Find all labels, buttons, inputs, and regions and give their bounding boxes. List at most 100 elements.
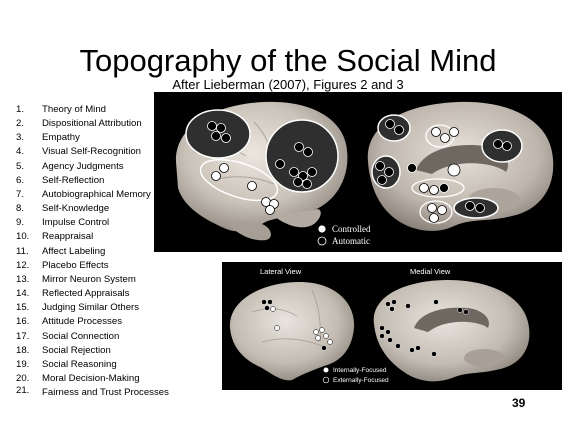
region-mpfc [377, 114, 411, 142]
legend-internal: Internally-Focused [333, 367, 387, 374]
legend-open-marker [317, 224, 327, 234]
region-marker-filled [307, 167, 317, 177]
region-marker-filled [385, 119, 395, 129]
figure-controlled-automatic: Controlled Automatic [154, 92, 562, 252]
region-marker-filled [407, 163, 417, 173]
function-list: 1.Theory of Mind 2.Dispositional Attribu… [16, 103, 176, 397]
region-marker-filled [475, 203, 485, 213]
region-marker-filled [303, 147, 313, 157]
region-marker-open [261, 197, 271, 207]
brain-map-top: Controlled Automatic [175, 101, 554, 246]
region-marker-filled [457, 307, 463, 313]
region-marker-filled [261, 299, 267, 305]
region-marker-filled [267, 299, 273, 305]
region-marker-filled [275, 159, 285, 169]
list-item: 21.Fairness and Trust Processes [16, 385, 169, 399]
region-marker-filled [439, 183, 449, 193]
list-item: 12.Placebo Effects [16, 259, 109, 271]
brain-lateral-illustration [175, 101, 348, 241]
region-marker-open [247, 181, 257, 191]
list-item: 18.Social Rejection [16, 344, 111, 356]
region-marker-filled [264, 305, 270, 311]
region-marker-open [211, 171, 221, 181]
list-item: 2.Dispositional Attribution [16, 118, 142, 130]
list-item: 16.Attitude Processes [16, 316, 122, 328]
legend-automatic: Automatic [332, 236, 370, 246]
brain-map-bottom: Lateral View Medial View [229, 267, 530, 384]
region-marker-filled [431, 351, 437, 357]
region-marker-filled [384, 167, 394, 177]
list-item: 6.Self-Reflection [16, 174, 105, 186]
slide-subtitle: After Lieberman (2007), Figures 2 and 3 [172, 77, 404, 92]
slide-title: Topography of the Social Mind [79, 43, 497, 78]
region-marker-filled [389, 306, 395, 312]
region-marker-open [429, 213, 439, 223]
lateral-view-label: Lateral View [260, 267, 302, 276]
region-marker-filled [221, 133, 231, 143]
region-marker-open [447, 163, 461, 177]
brain-medial-illustration [367, 101, 554, 231]
list-item: 4.Visual Self-Recognition [16, 146, 142, 158]
region-temporal [419, 200, 453, 224]
region-marker-filled [387, 337, 393, 343]
legend-open-marker [322, 366, 330, 374]
region-marker-filled [216, 123, 226, 133]
region-ltc [265, 119, 339, 193]
list-item: 10.Reappraisal [16, 231, 94, 243]
list-item: 9.Impulse Control [16, 217, 110, 229]
brain-lateral-illustration [229, 282, 355, 381]
region-marker-filled [379, 333, 385, 339]
region-marker-filled [493, 139, 503, 149]
region-marker-filled [465, 201, 475, 211]
lateral-markers [207, 121, 317, 215]
region-marker-open [427, 203, 437, 213]
medial-dots [379, 299, 469, 357]
list-item: 17.Social Connection [16, 330, 120, 342]
legend-filled-marker [322, 376, 330, 384]
region-marker-filled [463, 309, 469, 315]
list-item: 11.Affect Labeling [16, 245, 106, 257]
legend-controlled: Controlled [332, 224, 371, 234]
region-marker-filled [375, 161, 385, 171]
region-marker-open [313, 329, 319, 335]
region-marker-open [323, 333, 329, 339]
region-marker-filled [415, 345, 421, 351]
region-marker-open [429, 185, 439, 195]
brain-medial-illustration [373, 280, 530, 382]
region-marker-open [319, 327, 325, 333]
medial-markers [375, 119, 512, 223]
region-marker-open [419, 183, 429, 193]
region-marker-filled [502, 141, 512, 151]
region-marker-filled [433, 299, 439, 305]
region-marker-filled [302, 179, 312, 189]
region-marker-filled [394, 125, 404, 135]
region-marker-filled [293, 177, 303, 187]
legend-top: Controlled Automatic [317, 224, 371, 246]
region-amygdala [411, 178, 465, 198]
legend-external: Externally-Focused [333, 377, 389, 384]
region-marker-open [437, 205, 447, 215]
region-marker-filled [385, 301, 391, 307]
list-item: 14.Reflected Appraisals [16, 288, 130, 300]
page-number: 39 [512, 396, 526, 410]
region-marker-filled [379, 325, 385, 331]
region-marker-filled [405, 303, 411, 309]
region-marker-filled [385, 329, 391, 335]
region-marker-open [440, 133, 450, 143]
list-item: 3.Empathy [16, 132, 80, 144]
legend-filled-marker [317, 236, 327, 246]
region-marker-open [265, 205, 275, 215]
region-marker-open [327, 339, 333, 345]
region-marker-open [431, 127, 441, 137]
region-marker-filled [289, 167, 299, 177]
medial-view-label: Medial View [410, 267, 451, 276]
region-marker-filled [409, 347, 415, 353]
region-marker-open [274, 325, 280, 331]
list-item: 7.Autobiographical Memory [16, 188, 151, 200]
region-marker-filled [207, 121, 217, 131]
list-item: 19.Social Reasoning [16, 358, 117, 370]
region-marker-filled [294, 142, 304, 152]
region-vlpfc [199, 158, 279, 202]
list-item: 13.Mirror Neuron System [16, 273, 136, 285]
